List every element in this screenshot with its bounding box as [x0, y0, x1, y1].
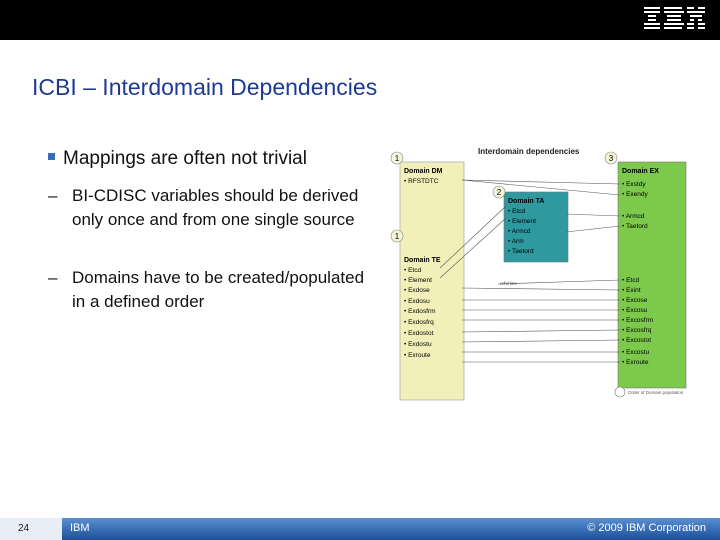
svg-text:3: 3: [609, 154, 614, 163]
domain-dm-label: Domain DM: [404, 168, 443, 175]
sub-bullet-2: – Domains have to be created/populated i…: [48, 266, 378, 338]
domain-ta-label: Domain TA: [508, 198, 544, 205]
footer-company: IBM: [70, 522, 90, 534]
order-marker: 1: [390, 229, 404, 243]
interdomain-diagram: 1 2 3 1 Interdomain dependencies Domain …: [390, 147, 687, 401]
te-item: • Exdosfrq: [404, 319, 434, 326]
page-number: 24: [18, 523, 30, 534]
domain-ta-box: [503, 191, 569, 263]
ex-item: • Excose: [622, 297, 648, 304]
bullet-square-icon: [48, 153, 55, 161]
line-note: ref'd line: [500, 281, 517, 286]
dm-te-column: [399, 161, 465, 401]
dash-icon: –: [48, 186, 58, 205]
svg-text:1: 1: [395, 154, 400, 163]
ex-item: • Excostot: [622, 337, 651, 344]
ibm-logo: [644, 7, 705, 29]
ex-item: • Exstdy: [622, 181, 646, 188]
slide-title: ICBI – Interdomain Dependencies: [32, 74, 378, 100]
domain-ex-box: [617, 161, 687, 389]
dm-item: • RFSTDTC: [404, 178, 439, 185]
footer-copyright: © 2009 IBM Corporation: [587, 522, 706, 534]
dash-icon: –: [48, 268, 58, 287]
te-item: • Exdosfrm: [404, 308, 436, 315]
te-item: • Exdostu: [404, 341, 432, 348]
top-bar: [0, 0, 720, 40]
te-item: • Element: [404, 277, 432, 284]
ex-item: • Etcd: [622, 277, 639, 284]
bullet-main-text: Mappings are often not trivial: [63, 148, 307, 169]
order-marker: 3: [604, 151, 618, 165]
ex-item: • Excostu: [622, 349, 650, 356]
sub-bullet-1: – BI-CDISC variables should be derived o…: [48, 184, 378, 256]
ex-item: • Exendy: [622, 191, 649, 198]
svg-text:2: 2: [497, 188, 502, 197]
te-item: • Exdosu: [404, 298, 430, 305]
svg-text:1: 1: [395, 232, 400, 241]
footer-page-box: [0, 518, 62, 540]
order-marker: 1: [390, 151, 404, 165]
order-marker: 2: [492, 185, 506, 199]
te-item: • Exdose: [404, 287, 430, 294]
ex-item: • Armcd: [622, 213, 645, 220]
ex-item: • Exroute: [622, 359, 649, 366]
ex-item: • Excosfrm: [622, 317, 653, 324]
te-item: • Exroute: [404, 352, 431, 359]
footer-bar: [0, 518, 720, 540]
legend-circle-icon: [614, 386, 626, 398]
sub-bullet-2-text: Domains have to be created/populated in …: [72, 268, 365, 311]
ex-item: • Exint: [622, 287, 641, 294]
te-item: • Exdostot: [404, 330, 434, 337]
ex-item: • Excosu: [622, 307, 648, 314]
domain-te-label: Domain TE: [404, 257, 441, 264]
ex-item: • Excosfrq: [622, 327, 652, 334]
ex-item: • Taetord: [622, 223, 648, 230]
ta-item: • Taetord: [508, 248, 534, 255]
bullet-main: Mappings are often not trivial: [48, 148, 307, 170]
te-item: • Etcd: [404, 267, 421, 274]
ta-item: • Armcd: [508, 228, 531, 235]
diagram-title: Interdomain dependencies: [478, 147, 580, 156]
legend-text: Order of Domain population: [628, 390, 684, 395]
ta-item: • Etcd: [508, 208, 525, 215]
domain-ex-label: Domain EX: [622, 168, 659, 175]
ta-item: • Element: [508, 218, 536, 225]
ta-item: • Arm: [508, 238, 524, 245]
sub-bullet-1-text: BI-CDISC variables should be derived onl…: [72, 186, 359, 229]
